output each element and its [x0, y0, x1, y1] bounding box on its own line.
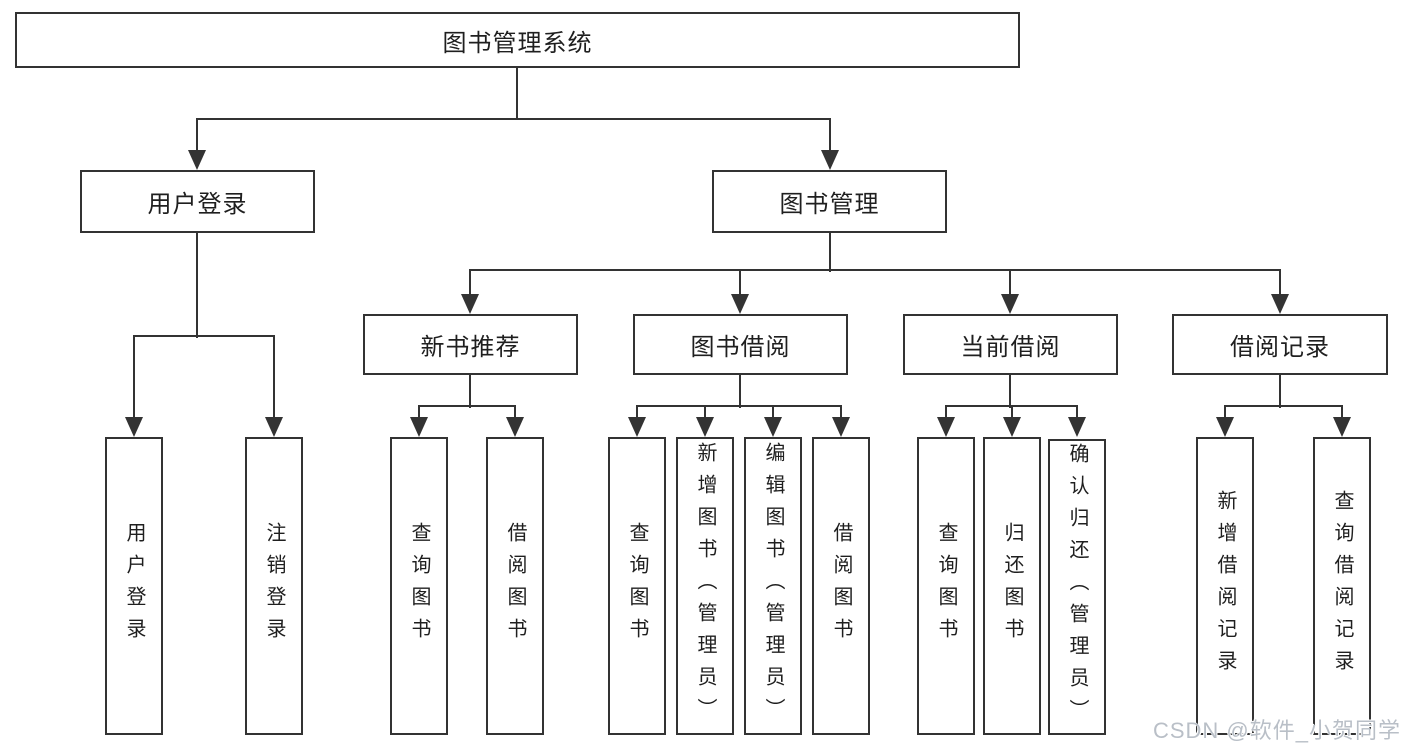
connector-line [704, 406, 706, 420]
connector-line [840, 406, 842, 420]
arrow-down-icon [506, 417, 524, 437]
connector-line [1224, 405, 1343, 407]
leaf-confirm-return-admin: 确认归还（管理员） [1048, 439, 1106, 735]
leaf-query-books-current: 查询图书 [917, 437, 975, 735]
connector-line [1076, 406, 1078, 420]
connector-line [1009, 270, 1011, 298]
node-current-borrowing: 当前借阅 [903, 314, 1118, 375]
connector-line [196, 119, 198, 153]
arrow-down-icon [937, 417, 955, 437]
connector-line [829, 233, 831, 272]
arrow-down-icon [1068, 417, 1086, 437]
connector-line [133, 335, 275, 337]
node-label: 查询图书 [626, 522, 648, 650]
connector-line [418, 405, 516, 407]
connector-line [1009, 375, 1011, 408]
node-label: 借阅图书 [830, 522, 852, 650]
arrow-down-icon [628, 417, 646, 437]
node-label: 图书管理系统 [442, 29, 593, 57]
leaf-edit-books-admin: 编辑图书（管理员） [744, 437, 802, 735]
node-user-login: 用户登录 [80, 170, 315, 233]
arrow-down-icon [1271, 294, 1289, 314]
leaf-query-borrowing-record: 查询借阅记录 [1313, 437, 1371, 735]
node-label: 新增图书（管理员） [694, 442, 716, 730]
connector-line [196, 118, 831, 120]
connector-line [196, 233, 198, 338]
arrow-down-icon [1003, 417, 1021, 437]
node-library-management-system: 图书管理系统 [15, 12, 1020, 68]
node-label: 图书管理 [779, 191, 880, 218]
arrow-down-icon [1333, 417, 1351, 437]
node-label: 借阅图书 [504, 522, 526, 650]
connector-line [1341, 406, 1343, 420]
leaf-borrow-books-borrowing: 借阅图书 [812, 437, 870, 735]
node-new-book-recommendation: 新书推荐 [363, 314, 578, 375]
arrow-down-icon [764, 417, 782, 437]
leaf-return-books: 归还图书 [983, 437, 1041, 735]
node-book-borrowing: 图书借阅 [633, 314, 848, 375]
arrow-down-icon [125, 417, 143, 437]
arrow-down-icon [832, 417, 850, 437]
arrow-down-icon [1216, 417, 1234, 437]
connector-line [636, 406, 638, 420]
node-label: 新书推荐 [420, 334, 521, 361]
arrow-down-icon [696, 417, 714, 437]
node-label: 确认归还（管理员） [1066, 443, 1088, 731]
leaf-add-books-admin: 新增图书（管理员） [676, 437, 734, 735]
node-label: 查询图书 [935, 522, 957, 650]
leaf-logout: 注销登录 [245, 437, 303, 735]
leaf-query-books-borrowing: 查询图书 [608, 437, 666, 735]
node-label: 查询图书 [408, 522, 430, 650]
connector-line [133, 336, 135, 420]
connector-line [739, 375, 741, 408]
leaf-query-books-recommend: 查询图书 [390, 437, 448, 735]
node-label: 图书借阅 [690, 334, 791, 361]
node-label: 用户登录 [123, 522, 145, 650]
connector-line [636, 405, 842, 407]
connector-line [945, 406, 947, 420]
node-label: 注销登录 [263, 522, 285, 650]
arrow-down-icon [265, 417, 283, 437]
connector-line [1011, 406, 1013, 420]
arrow-down-icon [821, 150, 839, 170]
connector-line [1279, 270, 1281, 298]
node-label: 当前借阅 [960, 334, 1061, 361]
leaf-add-borrowing-record: 新增借阅记录 [1196, 437, 1254, 735]
connector-line [1279, 375, 1281, 408]
arrow-down-icon [1001, 294, 1019, 314]
connector-line [739, 270, 741, 298]
node-label: 编辑图书（管理员） [762, 442, 784, 730]
connector-line [514, 406, 516, 420]
arrow-down-icon [461, 294, 479, 314]
node-borrowing-records: 借阅记录 [1172, 314, 1388, 375]
connector-line [273, 336, 275, 420]
leaf-borrow-books-recommend: 借阅图书 [486, 437, 544, 735]
connector-line [418, 406, 420, 420]
node-label: 借阅记录 [1230, 334, 1330, 361]
connector-line [469, 269, 1281, 271]
csdn-watermark: CSDN @软件_小贺同学 [1152, 718, 1401, 743]
node-label: 新增借阅记录 [1214, 490, 1236, 682]
connector-line [1224, 406, 1226, 420]
arrow-down-icon [410, 417, 428, 437]
node-label: 归还图书 [1001, 522, 1023, 650]
arrow-down-icon [731, 294, 749, 314]
connector-line [516, 68, 518, 120]
node-book-management: 图书管理 [712, 170, 947, 233]
node-label: 用户登录 [147, 191, 248, 218]
connector-line [829, 119, 831, 153]
arrow-down-icon [188, 150, 206, 170]
connector-line [469, 375, 471, 408]
connector-line [469, 270, 471, 298]
connector-line [945, 405, 1078, 407]
node-label: 查询借阅记录 [1331, 490, 1353, 682]
connector-line [772, 406, 774, 420]
leaf-user-login: 用户登录 [105, 437, 163, 735]
